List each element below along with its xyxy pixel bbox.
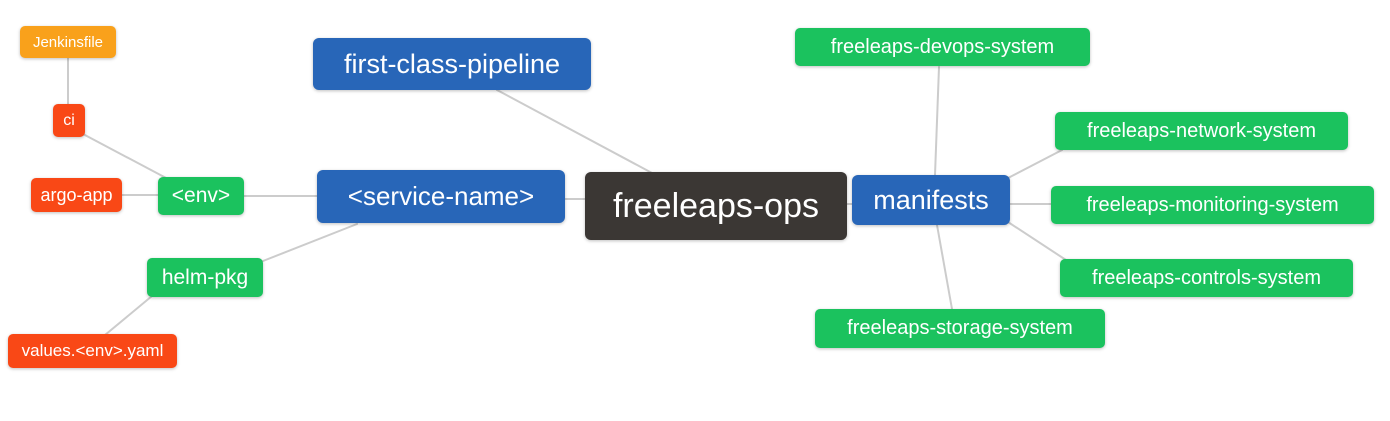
node-env[interactable]: <env> <box>158 177 244 215</box>
edge-pipeline-root <box>496 89 653 174</box>
node-freeleaps-ops[interactable]: freeleaps-ops <box>585 172 847 240</box>
node-service-name[interactable]: <service-name> <box>317 170 565 223</box>
node-values-env-yaml[interactable]: values.<env>.yaml <box>8 334 177 368</box>
node-manifests[interactable]: manifests <box>852 175 1010 225</box>
node-jenkinsfile[interactable]: Jenkinsfile <box>20 26 116 58</box>
node-freeleaps-monitoring-system[interactable]: freeleaps-monitoring-system <box>1051 186 1374 224</box>
edge-manifests-storage <box>936 224 953 310</box>
edge-manifests-controls <box>1007 221 1067 261</box>
edge-helm-pkg-values <box>104 295 153 336</box>
node-freeleaps-devops-system[interactable]: freeleaps-devops-system <box>795 28 1090 66</box>
edge-manifests-devops <box>934 66 940 176</box>
node-freeleaps-controls-system[interactable]: freeleaps-controls-system <box>1060 259 1353 297</box>
node-first-class-pipeline[interactable]: first-class-pipeline <box>313 38 591 90</box>
edge-manifests-network <box>1007 149 1063 179</box>
node-freeleaps-storage-system[interactable]: freeleaps-storage-system <box>815 309 1105 348</box>
node-argo-app[interactable]: argo-app <box>31 178 122 212</box>
edge-helm-pkg-service-name <box>262 223 358 262</box>
node-freeleaps-network-system[interactable]: freeleaps-network-system <box>1055 112 1348 150</box>
node-helm-pkg[interactable]: helm-pkg <box>147 258 263 297</box>
node-ci[interactable]: ci <box>53 104 85 137</box>
edge-ci-env <box>82 133 169 180</box>
